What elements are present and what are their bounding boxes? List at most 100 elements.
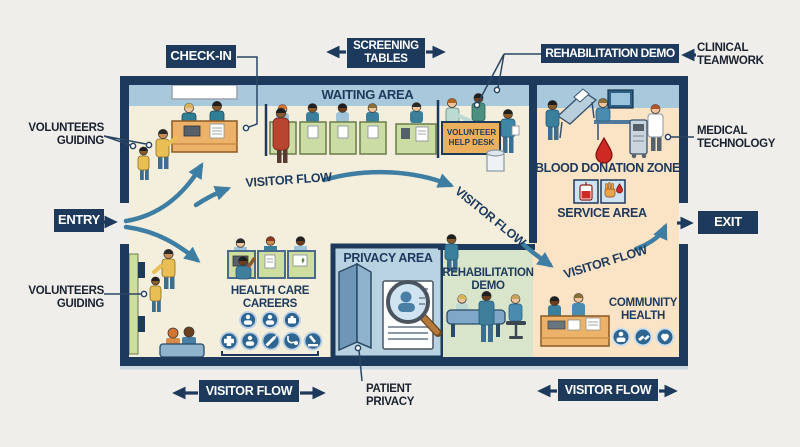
leader-lines bbox=[103, 53, 694, 382]
callout-exit: EXIT bbox=[698, 211, 758, 234]
stethoscope-icon bbox=[282, 331, 302, 351]
medical-technology-line1: MEDICAL bbox=[697, 125, 748, 137]
rehab-demo-zone-title: REHABILITATION DEMO bbox=[439, 267, 537, 293]
clinician-icon bbox=[239, 311, 257, 329]
privacy-screen-icon bbox=[338, 262, 358, 352]
health-care-careers-title: HEALTH CARE CAREERS bbox=[220, 285, 320, 311]
person-rehab-therapist bbox=[478, 290, 495, 342]
rehab-zone-top-wall bbox=[438, 244, 535, 250]
callout-rehabilitation-demo: REHABILITATION DEMO bbox=[541, 44, 679, 64]
callout-entry: ENTRY bbox=[54, 209, 104, 232]
person-volunteer-child-top bbox=[137, 146, 150, 180]
help-desk-line2: HELP DESK bbox=[448, 138, 495, 147]
volunteers-bottom-line2: GUIDING bbox=[56, 297, 104, 310]
callout-medical-technology: MEDICAL TECHNOLOGY bbox=[697, 125, 775, 151]
community-health-title: COMMUNITY HEALTH bbox=[608, 297, 678, 323]
community-health-line1: COMMUNITY bbox=[608, 297, 678, 309]
person-helpdesk-visitor bbox=[500, 109, 520, 153]
screening-tables-line1: SCREENING bbox=[353, 40, 419, 52]
trash-bin bbox=[486, 149, 505, 172]
community-desk bbox=[540, 315, 610, 347]
flow-arrow-to-label bbox=[193, 185, 232, 208]
label-arrows bbox=[103, 45, 696, 400]
person-visitor-red bbox=[272, 107, 290, 163]
wall-shadow bbox=[120, 366, 688, 370]
callout-patient-privacy: PATIENT PRIVACY bbox=[366, 383, 414, 409]
person-at-rehab-entrance bbox=[444, 234, 459, 271]
callout-volunteers-guiding-top: VOLUNTEERS GUIDING bbox=[28, 122, 104, 148]
clinical-teamwork-line1: CLINICAL bbox=[697, 42, 749, 54]
person-screening-3 bbox=[336, 103, 349, 123]
syringe-icon bbox=[261, 331, 281, 351]
person-volunteer-adult-bottom bbox=[152, 248, 176, 289]
privacy-screen-panel bbox=[356, 262, 372, 350]
person-helpdesk-volunteer-1 bbox=[445, 98, 472, 124]
community-health-scene bbox=[540, 293, 675, 347]
lobby-scene bbox=[128, 248, 205, 358]
callout-clinical-teamwork: CLINICAL TEAMWORK bbox=[697, 42, 764, 68]
privacy-area-title: PRIVACY AREA bbox=[343, 251, 433, 265]
medical-cross-icon bbox=[219, 331, 239, 351]
waiting-area-title: WAITING AREA bbox=[321, 87, 414, 102]
volunteer-help-desk-group bbox=[441, 93, 520, 172]
rehab-demo-leader bbox=[477, 53, 541, 104]
flow-arrow-entry-up bbox=[123, 162, 204, 224]
person-community-staff-2 bbox=[572, 293, 585, 318]
caregiver-icon bbox=[611, 327, 631, 347]
person-screening-5 bbox=[410, 102, 423, 123]
health-care-careers-scene bbox=[219, 236, 323, 356]
person-booth-visitor bbox=[235, 256, 256, 280]
nurse-icon bbox=[240, 331, 260, 351]
person-icon bbox=[261, 311, 279, 329]
person-clinical-2 bbox=[595, 98, 611, 122]
flow-arrow-down-right bbox=[520, 241, 554, 268]
screening-tables-line2: TABLES bbox=[364, 53, 408, 66]
callout-visitor-flow-left: VISITOR FLOW bbox=[199, 380, 299, 402]
helping-hands-icon bbox=[633, 327, 653, 347]
volunteers-top-line2: GUIDING bbox=[56, 134, 104, 147]
person-clinical-1 bbox=[545, 100, 560, 140]
volunteer-help-desk-title: VOLUNTEER HELP DESK bbox=[443, 128, 500, 148]
rehab-demo-scene bbox=[446, 290, 526, 342]
rehab-demo-line1: REHABILITATION bbox=[442, 267, 534, 279]
clinical-teamwork-line2: TEAMWORK bbox=[697, 54, 764, 67]
microscope-icon bbox=[303, 331, 323, 351]
person-booth-3 bbox=[294, 236, 307, 252]
check-in-leader bbox=[237, 56, 258, 128]
person-screening-2 bbox=[306, 103, 319, 123]
callout-visitor-flow-right: VISITOR FLOW bbox=[558, 379, 658, 401]
heart-care-icon bbox=[655, 327, 675, 347]
service-area-title: SERVICE AREA bbox=[557, 206, 647, 220]
screening-wide-table bbox=[395, 123, 437, 155]
help-desk-line1: VOLUNTEER bbox=[446, 128, 497, 137]
bench-visitors bbox=[159, 326, 205, 358]
visitor-flow-arrows bbox=[123, 162, 668, 268]
patient-privacy-leader bbox=[358, 349, 363, 382]
patient-privacy-line2: PRIVACY bbox=[366, 395, 415, 408]
medical-technology-line2: TECHNOLOGY bbox=[697, 137, 776, 150]
tilted-demo-table bbox=[556, 88, 598, 139]
careers-bracket bbox=[221, 351, 319, 356]
health-careers-line2: CAREERS bbox=[242, 297, 298, 310]
leader-dots bbox=[129, 86, 672, 352]
person-volunteer-adult-top bbox=[155, 128, 178, 169]
person-lab-coat bbox=[647, 104, 664, 151]
clinical-zone-banner bbox=[533, 85, 679, 108]
health-careers-line1: HEALTH CARE bbox=[230, 285, 310, 297]
volunteer-help-desk-sign bbox=[441, 121, 501, 155]
wall-display-panel bbox=[128, 253, 139, 355]
volunteers-bottom-line1: VOLUNTEERS bbox=[28, 285, 104, 297]
person-rehab-observer bbox=[506, 294, 526, 339]
volunteers-top-leader bbox=[103, 135, 147, 146]
volunteers-top-line1: VOLUNTEERS bbox=[28, 122, 104, 134]
flow-arrow-across bbox=[321, 169, 455, 188]
person-screening-4 bbox=[366, 103, 379, 123]
person-booth-2 bbox=[264, 236, 277, 252]
patient-privacy-line1: PATIENT bbox=[366, 383, 412, 395]
blood-drop-icon bbox=[595, 136, 613, 164]
magnifier-document-icon bbox=[382, 280, 442, 350]
person-community-staff-1 bbox=[548, 296, 561, 318]
person-volunteer-child-bottom bbox=[149, 276, 162, 312]
